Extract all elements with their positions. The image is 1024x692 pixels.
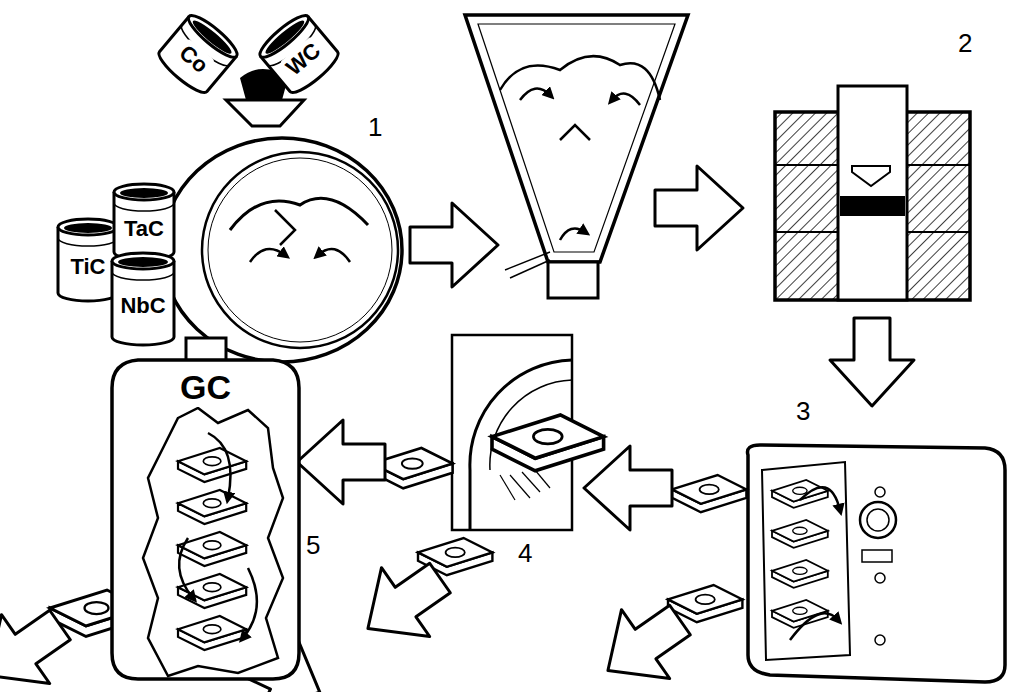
canister-label: NbC [118, 293, 167, 319]
powder-canister: NbC [110, 252, 176, 346]
callout-number: 5 [306, 532, 320, 558]
callout-number: 2 [958, 30, 972, 56]
powder-canister: TaC [112, 183, 176, 261]
coating-reactor: GC [108, 338, 303, 683]
canister-label: GC [178, 368, 233, 407]
powder-canister: TiC [56, 218, 120, 302]
powder-canister: Co [152, 8, 244, 99]
canister-label: TiC [68, 254, 107, 280]
callout-number: 1 [368, 114, 382, 140]
callout-number: 4 [518, 540, 532, 566]
callout-number: 3 [796, 398, 810, 424]
canister-label: TaC [122, 216, 166, 242]
